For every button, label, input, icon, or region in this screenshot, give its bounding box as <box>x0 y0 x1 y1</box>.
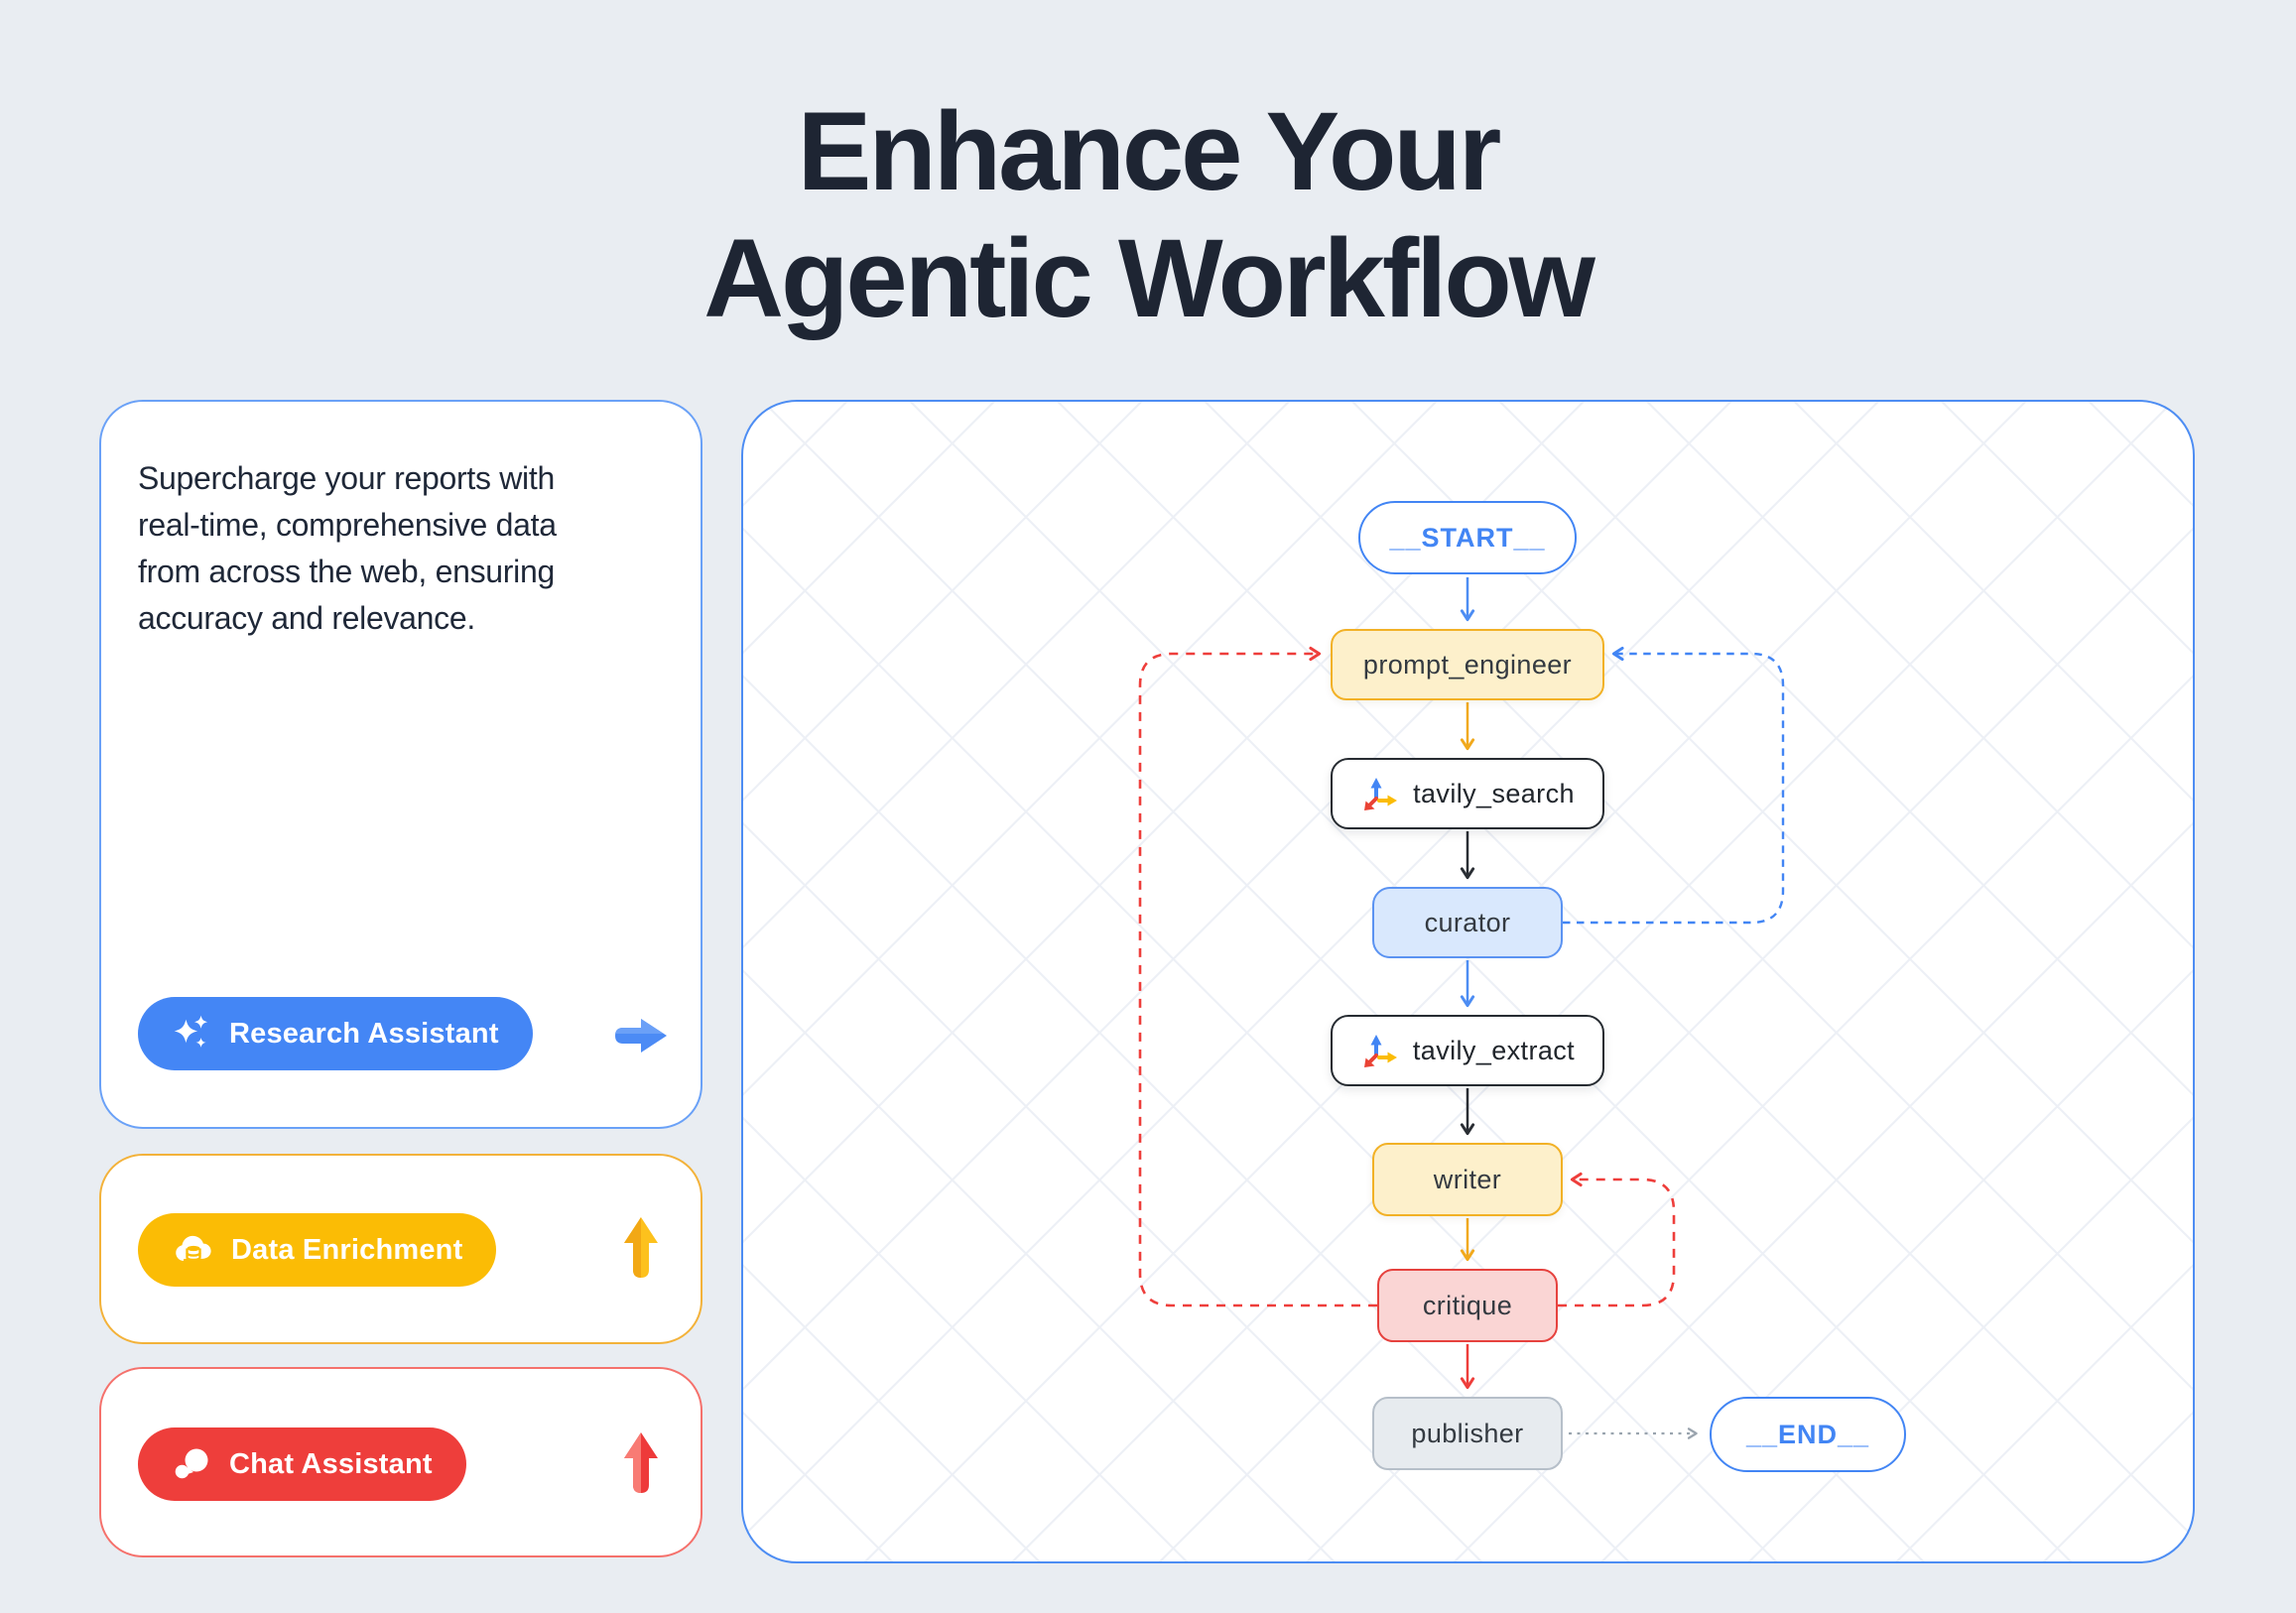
node-tavily-search-label: tavily_search <box>1413 778 1575 808</box>
node-writer: writer <box>1372 1143 1563 1216</box>
workflow-diagram-panel: __START__ prompt_engineer tavily_search … <box>741 400 2195 1563</box>
node-critique-label: critique <box>1422 1290 1513 1320</box>
tavily-axis-icon <box>1364 778 1398 810</box>
node-start: __START__ <box>1358 501 1577 574</box>
chat-bubbles-icon <box>175 1448 208 1479</box>
node-end-label: __END__ <box>1745 1419 1870 1449</box>
node-publisher: publisher <box>1372 1397 1563 1470</box>
chat-assistant-button[interactable]: Chat Assistant <box>138 1427 466 1501</box>
up-arrow-icon <box>624 1217 658 1278</box>
node-end: __END__ <box>1710 1397 1906 1472</box>
node-prompt-engineer-label: prompt_engineer <box>1362 649 1573 680</box>
page-title-line1: Enhance Your <box>797 89 1502 214</box>
tavily-axis-icon <box>1363 1035 1397 1067</box>
right-arrow-icon <box>615 1019 667 1053</box>
page-title-line2: Agentic Workflow <box>703 216 1595 341</box>
node-prompt-engineer: prompt_engineer <box>1331 629 1604 700</box>
data-enrichment-button[interactable]: Data Enrichment <box>138 1213 497 1287</box>
workflow-edges <box>1138 577 1785 1439</box>
page-title: Enhance Your Agentic Workflow <box>0 88 2296 342</box>
node-tavily-extract-label: tavily_extract <box>1412 1035 1576 1065</box>
research-assistant-button[interactable]: Research Assistant <box>138 997 533 1070</box>
card-data-enrichment[interactable]: Data Enrichment <box>99 1154 702 1344</box>
card-research-assistant[interactable]: Supercharge your reports with real-time,… <box>99 400 702 1129</box>
node-curator: curator <box>1372 887 1563 958</box>
cloud-database-icon <box>176 1235 211 1262</box>
node-publisher-label: publisher <box>1411 1418 1524 1448</box>
node-critique: critique <box>1377 1269 1558 1342</box>
data-enrichment-label: Data Enrichment <box>231 1233 463 1266</box>
card-chat-assistant[interactable]: Chat Assistant <box>99 1367 702 1557</box>
sparkles-icon <box>174 1015 208 1048</box>
node-tavily-search: tavily_search <box>1331 758 1604 829</box>
node-tavily-extract: tavily_extract <box>1331 1015 1604 1086</box>
up-arrow-icon <box>624 1432 658 1493</box>
node-start-label: __START__ <box>1389 522 1546 553</box>
chat-assistant-label: Chat Assistant <box>229 1447 433 1480</box>
node-curator-label: curator <box>1424 907 1511 937</box>
research-assistant-label: Research Assistant <box>229 1017 499 1050</box>
node-writer-label: writer <box>1433 1164 1502 1194</box>
research-card-description: Supercharge your reports with real-time,… <box>138 460 557 636</box>
